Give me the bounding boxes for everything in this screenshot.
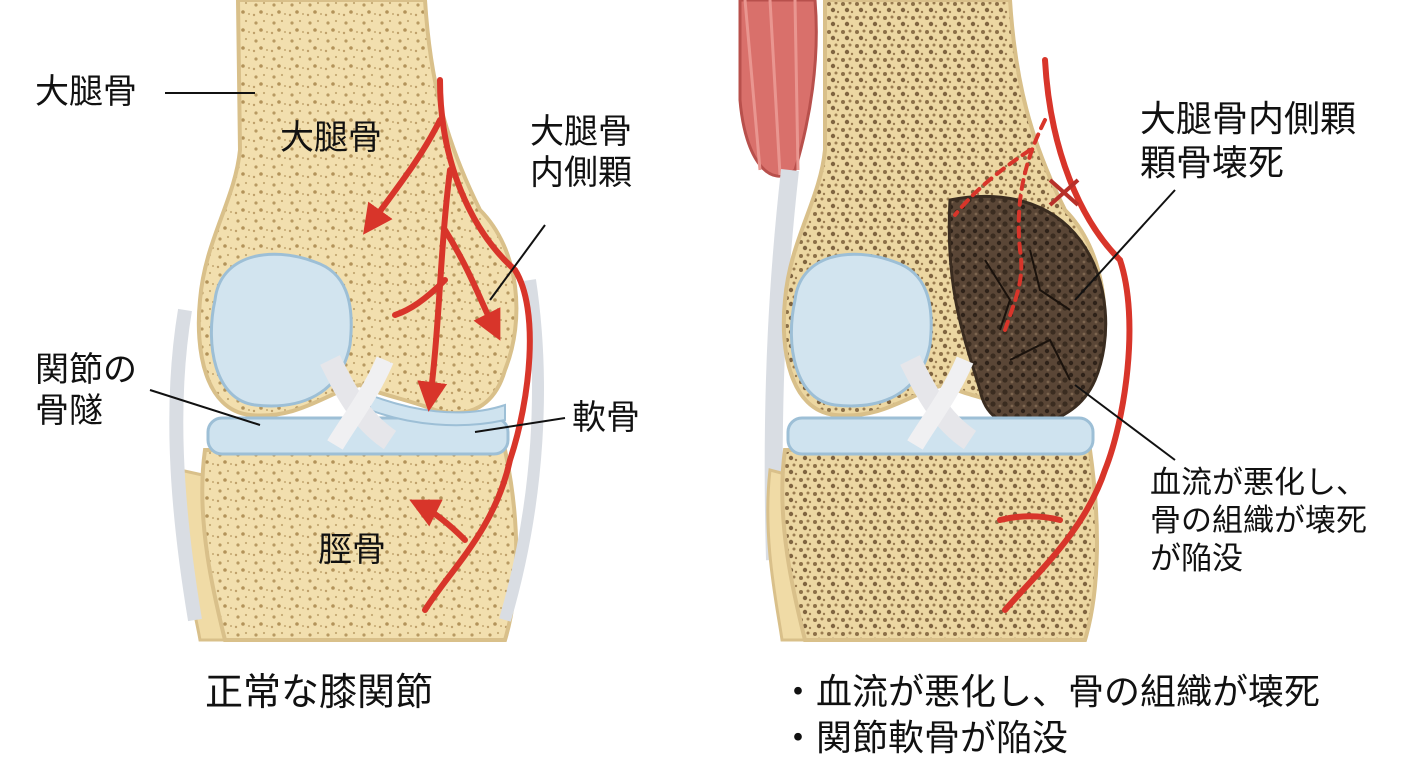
tibia-label: 脛骨 — [318, 530, 386, 570]
medial-condyle-label: 大腿骨 内側顆 — [530, 112, 632, 194]
joint-ligament-label: 関節の 骨隧 — [35, 350, 137, 432]
artery-normal — [363, 77, 533, 613]
blocked-mark — [1048, 178, 1080, 207]
leader-condyle — [489, 224, 546, 301]
femur-outer-label: 大腿骨 — [35, 72, 137, 112]
leader-ligament — [149, 389, 261, 426]
leader-necrosis — [1074, 189, 1176, 301]
collapse-label: 血流が悪化し、 骨の組織が壊死 が陥没 — [1150, 465, 1367, 577]
normal-knee-caption: 正常な膝関節 — [205, 670, 434, 714]
bullet-item: ・血流が悪化し、骨の組織が壊死 — [780, 672, 1321, 713]
leader-cartilage — [474, 417, 566, 433]
cartilage-label: 軟骨 — [572, 398, 640, 438]
femur-inner-label: 大腿骨 — [280, 118, 382, 158]
normal-knee-illustration — [149, 0, 566, 642]
tibia-necrosis — [780, 448, 1099, 642]
bullet-item: ・関節軟骨が陥没 — [780, 718, 1069, 759]
necrosis-knee-illustration — [738, 0, 1176, 642]
condyle-necrosis-label: 大腿骨内側顆 顆骨壊死 — [1140, 99, 1357, 184]
leader-collapse — [1074, 384, 1176, 461]
artery-necrosis — [997, 57, 1133, 613]
